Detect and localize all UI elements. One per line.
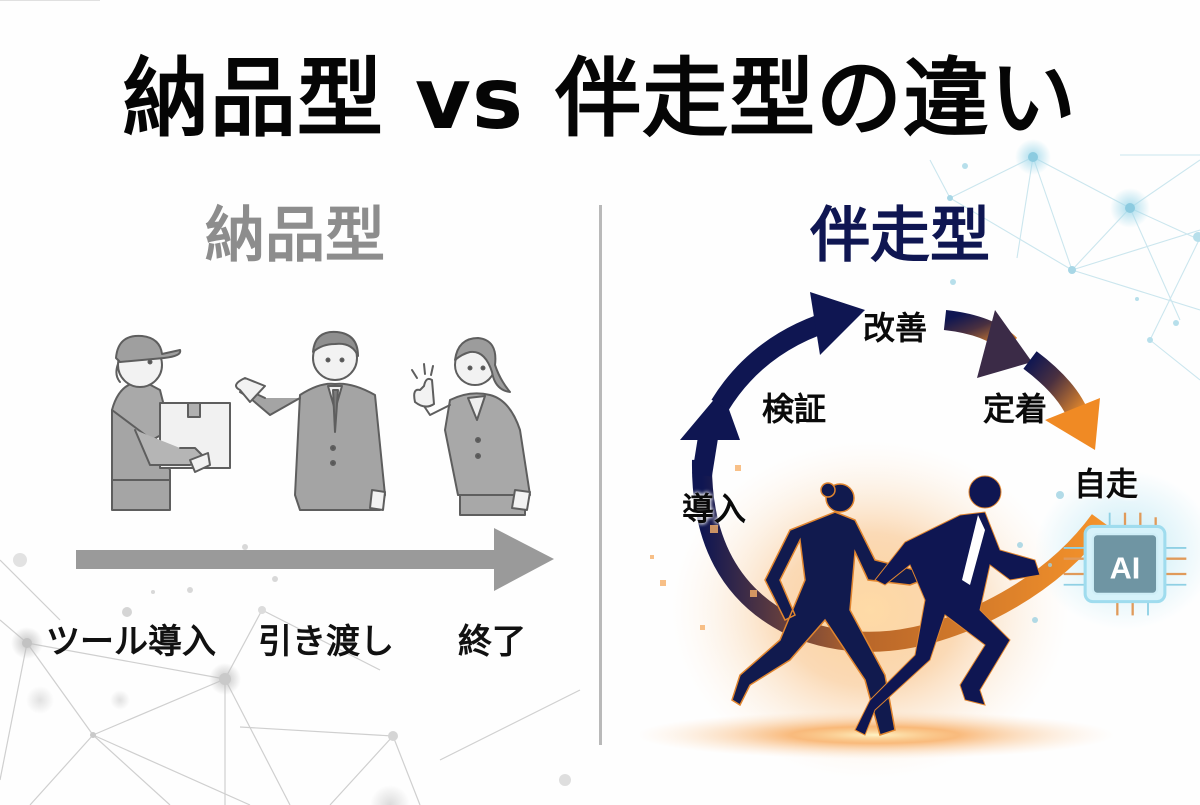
delivery-illustration bbox=[111, 330, 531, 516]
continuous-cycle-diagram bbox=[640, 292, 1200, 780]
cycle-step-adoption: 定着 bbox=[983, 390, 1048, 428]
cycle-step-autonomy: 自走 bbox=[1074, 465, 1139, 503]
delivery-person-icon bbox=[111, 334, 231, 511]
ai-chip-label: AI bbox=[1110, 552, 1141, 586]
step-label-tool-introduction: ツール導入 bbox=[46, 622, 216, 662]
cycle-step-verification: 検証 bbox=[762, 390, 827, 428]
cycle-step-improvement: 改善 bbox=[863, 309, 928, 347]
linear-flow-arrow-icon bbox=[76, 528, 554, 591]
running-man-silhouette bbox=[854, 475, 1041, 736]
step-label-handover: 引き渡し bbox=[258, 622, 394, 662]
center-divider bbox=[599, 205, 602, 745]
ai-chip-icon: AI bbox=[1063, 512, 1187, 616]
running-woman-silhouette bbox=[731, 482, 925, 736]
cycle-step-introduction: 導入 bbox=[682, 490, 747, 528]
businessman-icon bbox=[235, 330, 386, 511]
businesswoman-icon bbox=[411, 337, 531, 516]
main-title: 納品型 vs 伴走型の違い bbox=[122, 49, 1078, 149]
step-label-end: 終了 bbox=[458, 622, 526, 662]
right-panel-heading: 伴走型 bbox=[810, 201, 990, 271]
left-panel-heading: 納品型 bbox=[205, 201, 385, 271]
